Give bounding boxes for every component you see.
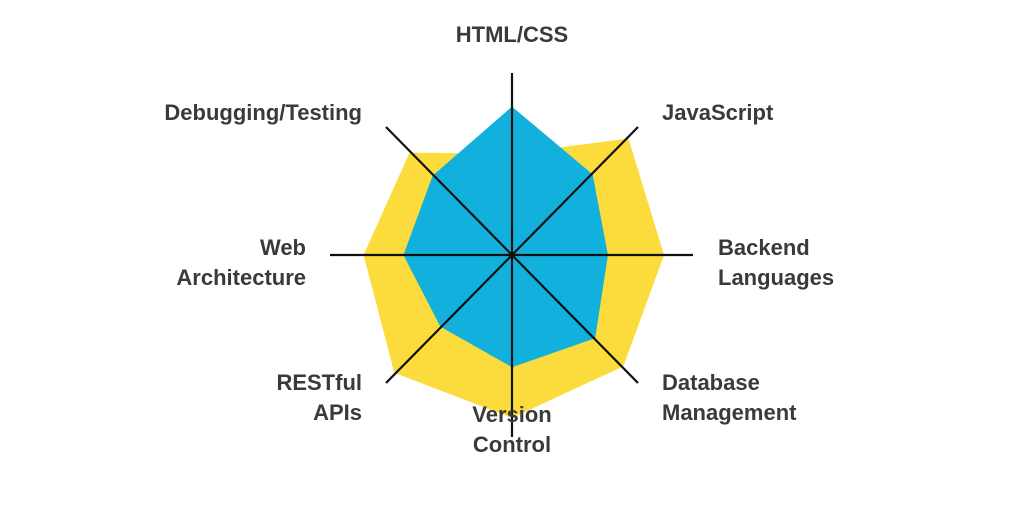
- axis-label-line: Version: [472, 402, 551, 427]
- axis-label-line: Control: [473, 432, 551, 457]
- axis-label-line: Backend: [718, 235, 810, 260]
- axis-label-javascript: JavaScript: [662, 100, 774, 125]
- axis-label-line: JavaScript: [662, 100, 774, 125]
- axis-label-line: RESTful: [276, 370, 362, 395]
- axis-label-line: Web: [260, 235, 306, 260]
- axis-label-debugging-testing: Debugging/Testing: [164, 100, 362, 125]
- axis-label-line: Debugging/Testing: [164, 100, 362, 125]
- axis-label-line: Architecture: [176, 265, 306, 290]
- axis-label-line: HTML/CSS: [456, 22, 568, 47]
- axis-label-html-css: HTML/CSS: [456, 22, 568, 47]
- axis-label-line: Management: [662, 400, 797, 425]
- axis-label-line: Database: [662, 370, 760, 395]
- axis-line: [385, 126, 639, 384]
- axis-label-line: APIs: [313, 400, 362, 425]
- axis-label-line: Languages: [718, 265, 834, 290]
